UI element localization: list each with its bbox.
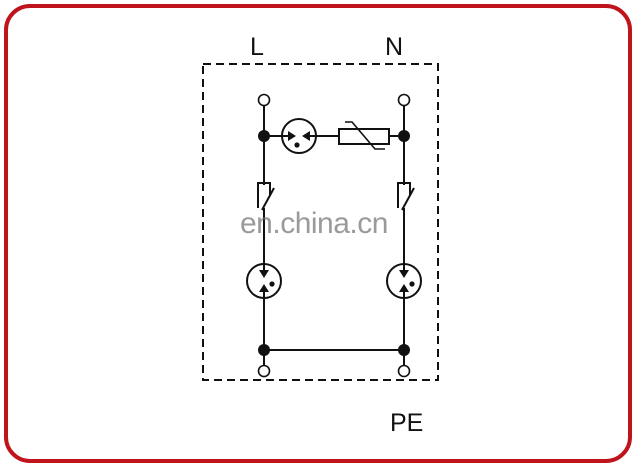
terminal-L-top bbox=[257, 93, 271, 107]
gas-discharge-tube-L bbox=[246, 263, 282, 299]
gas-discharge-tube-N bbox=[386, 263, 422, 299]
varistor-LN bbox=[338, 121, 390, 150]
terminal-L-bottom bbox=[257, 364, 271, 378]
label-protective-earth: PE bbox=[390, 409, 424, 437]
enclosure-boundary bbox=[202, 63, 439, 381]
gas-discharge-tube-LN bbox=[281, 118, 317, 154]
junction-N-bottom bbox=[398, 344, 410, 356]
label-neutral-N: N bbox=[385, 33, 404, 61]
label-line-L: L bbox=[250, 33, 264, 61]
terminal-N-top bbox=[397, 93, 411, 107]
thermal-disconnect-N bbox=[397, 182, 415, 211]
junction-L-bottom bbox=[258, 344, 270, 356]
watermark-text: en.china.cn bbox=[240, 207, 388, 240]
diagram-frame bbox=[4, 4, 632, 463]
thermal-disconnect-L bbox=[257, 182, 275, 211]
terminal-N-bottom bbox=[397, 364, 411, 378]
